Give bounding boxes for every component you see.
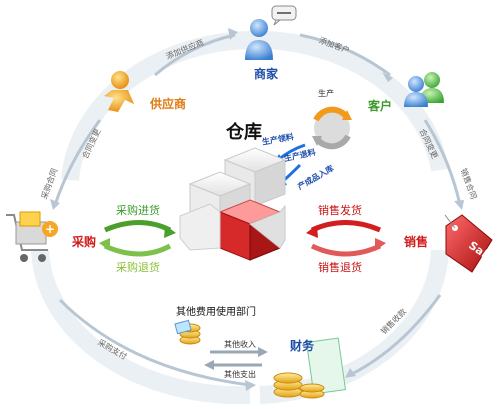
customer-label: 客户 bbox=[368, 99, 393, 113]
finance-label: 财务 bbox=[290, 339, 315, 353]
purchase-in-label: 采购进货 bbox=[116, 204, 160, 217]
supplier-label: 供应商 bbox=[150, 97, 187, 111]
users-icon bbox=[404, 72, 444, 107]
merchant-label: 商家 bbox=[254, 67, 279, 81]
sales-return-label: 销售退货 bbox=[318, 261, 362, 274]
sale-tag-icon bbox=[444, 214, 493, 273]
shopping-cart-icon: + bbox=[6, 211, 58, 262]
other-income-expense-arrows bbox=[204, 347, 268, 370]
sales-label: 销售 bbox=[404, 235, 429, 249]
warehouse-label: 仓库 bbox=[226, 122, 262, 143]
person-chat-icon bbox=[245, 5, 297, 60]
sales-out-label: 销售发货 bbox=[318, 204, 362, 217]
cube-stack-icon bbox=[179, 147, 287, 261]
other-expense-dept-label: 其他费用使用部门 bbox=[176, 307, 256, 318]
sales-cycle-arrows bbox=[306, 220, 386, 257]
cycle-arrows-icon bbox=[312, 106, 352, 150]
production-label: 生产 bbox=[318, 89, 334, 98]
purchase-cycle-arrows bbox=[99, 220, 176, 257]
money-icon bbox=[273, 337, 347, 399]
other-income-label: 其他收入 bbox=[224, 340, 256, 349]
flow-arrows bbox=[50, 28, 464, 391]
coins-icon bbox=[174, 319, 201, 345]
purchase-return-label: 采购退货 bbox=[116, 261, 160, 274]
purchase-label: 采购 bbox=[72, 235, 97, 249]
svg-text:+: + bbox=[45, 222, 55, 236]
running-person-icon bbox=[104, 71, 134, 112]
other-expense-label: 其他支出 bbox=[224, 370, 256, 379]
